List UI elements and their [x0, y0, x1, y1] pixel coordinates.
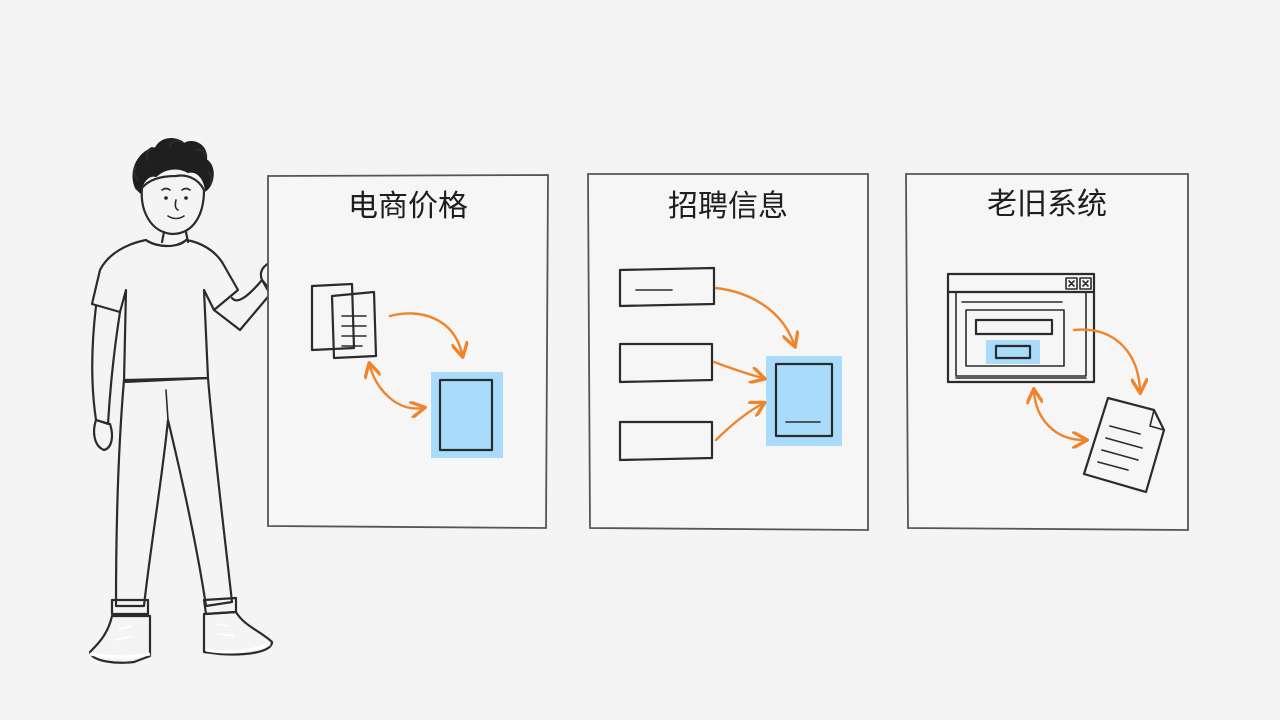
pants — [114, 376, 234, 608]
form-field-icon — [618, 266, 716, 308]
paper-document-icon — [1082, 396, 1166, 494]
panel-recruiting: 招聘信息 — [587, 173, 869, 531]
right-arm — [212, 278, 274, 332]
panel-title: 电商价格 — [348, 189, 468, 224]
arrow — [1034, 392, 1084, 440]
browser-window-icon — [946, 272, 1096, 384]
panel-legacy-system: 老旧系统 — [905, 173, 1189, 531]
face — [140, 174, 206, 236]
panel-frame — [267, 174, 549, 529]
left-hand — [93, 418, 114, 452]
right-shoe — [202, 610, 274, 656]
panel-ecommerce: 电商价格 — [267, 174, 549, 529]
arrow — [712, 360, 762, 378]
person-pointing — [88, 138, 299, 664]
tablet-icon — [431, 372, 503, 458]
panel-title: 老旧系统 — [987, 187, 1107, 222]
form-field-icon — [618, 342, 714, 384]
tablet-icon — [766, 356, 842, 446]
panel-frame — [587, 173, 869, 531]
arrow — [388, 312, 462, 354]
arrow — [714, 286, 794, 344]
arrow — [370, 366, 422, 408]
left-arm — [91, 304, 122, 426]
form-field-icon — [618, 420, 714, 462]
documents-icon — [310, 282, 378, 360]
arrow — [714, 404, 762, 442]
panel-title: 招聘信息 — [668, 189, 788, 224]
arrow — [1072, 328, 1140, 390]
